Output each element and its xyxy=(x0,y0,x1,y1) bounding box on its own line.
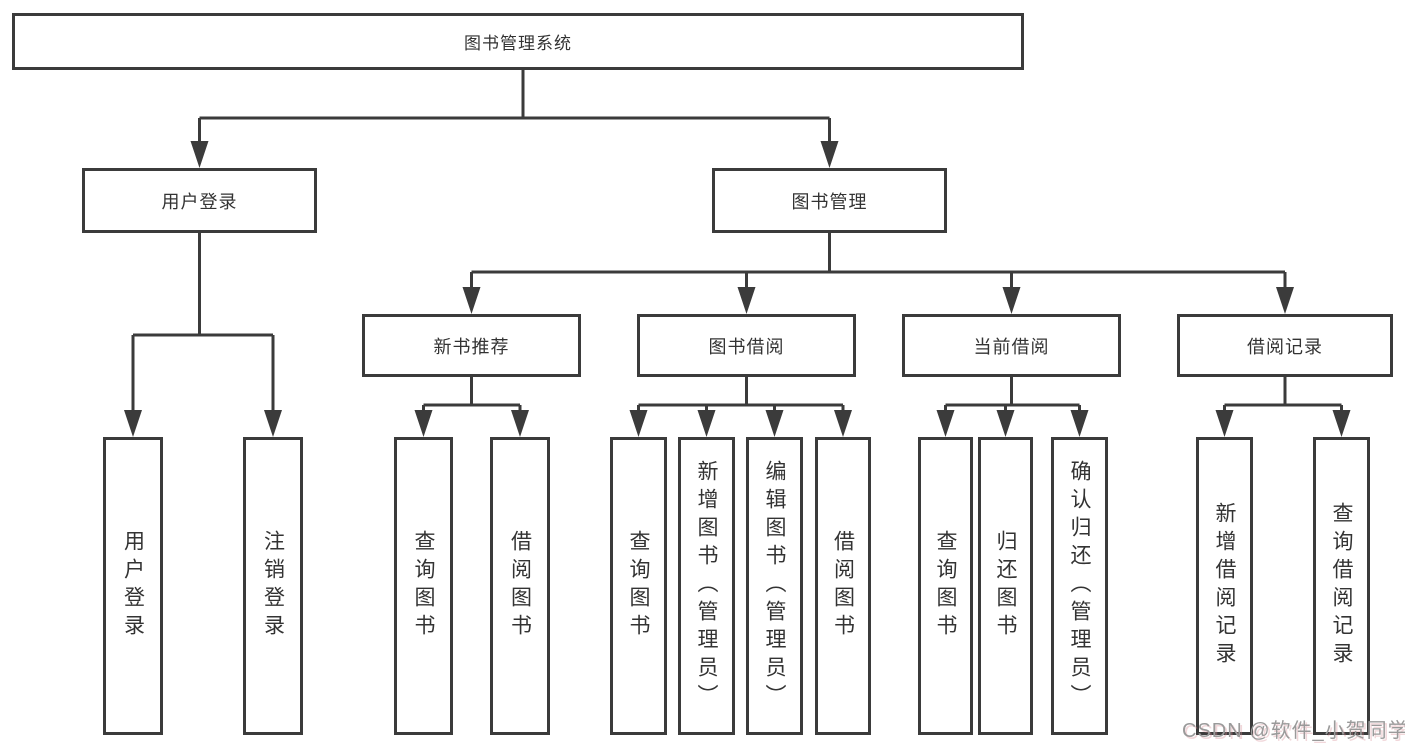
node-current-borrowing-label: 当前借阅 xyxy=(973,336,1050,357)
node-current-borrowing: 当前借阅 xyxy=(902,314,1121,377)
leaf-logout: 注销登录 xyxy=(243,437,303,735)
leaf-confirm-return-admin: 确认归还（管理员） xyxy=(1051,437,1108,735)
leaf-user-login: 用户登录 xyxy=(103,437,163,735)
node-book-borrowing-label: 图书借阅 xyxy=(708,336,785,357)
node-user-login: 用户登录 xyxy=(82,168,317,233)
leaf-query-books-2-label: 查询图书 xyxy=(627,530,650,642)
leaf-borrow-books-2-label: 借阅图书 xyxy=(831,530,855,642)
leaf-return-books-label: 归还图书 xyxy=(994,530,1017,642)
leaf-add-books-admin-label: 新增图书（管理员） xyxy=(695,460,718,712)
leaf-logout-label: 注销登录 xyxy=(261,530,285,642)
csdn-watermark: CSDN @软件_小贺同学 xyxy=(1182,720,1405,742)
leaf-user-login-label: 用户登录 xyxy=(121,530,145,642)
leaf-query-books: 查询图书 xyxy=(394,437,453,735)
node-borrowing-records-label: 借阅记录 xyxy=(1247,336,1323,357)
leaf-borrow-books: 借阅图书 xyxy=(490,437,550,735)
node-root-system: 图书管理系统 xyxy=(12,13,1024,70)
leaf-query-books-3-label: 查询图书 xyxy=(934,530,957,642)
leaf-confirm-return-admin-label: 确认归还（管理员） xyxy=(1068,460,1091,712)
node-root-label: 图书管理系统 xyxy=(464,34,572,53)
node-new-book-recommend: 新书推荐 xyxy=(362,314,581,377)
leaf-query-books-label: 查询图书 xyxy=(412,530,435,642)
leaf-query-books-2: 查询图书 xyxy=(610,437,667,735)
leaf-borrow-books-label: 借阅图书 xyxy=(508,530,532,642)
leaf-query-borrow-record-label: 查询借阅记录 xyxy=(1330,502,1353,670)
leaf-query-books-3: 查询图书 xyxy=(918,437,973,735)
node-borrowing-records: 借阅记录 xyxy=(1177,314,1393,377)
node-book-management: 图书管理 xyxy=(712,168,947,233)
leaf-add-borrow-record-label: 新增借阅记录 xyxy=(1213,502,1236,670)
leaf-query-borrow-record: 查询借阅记录 xyxy=(1313,437,1370,735)
leaf-edit-books-admin: 编辑图书（管理员） xyxy=(746,437,803,735)
leaf-borrow-books-2: 借阅图书 xyxy=(815,437,871,735)
node-user-login-label: 用户登录 xyxy=(161,191,238,212)
node-book-borrowing: 图书借阅 xyxy=(637,314,856,377)
leaf-add-borrow-record: 新增借阅记录 xyxy=(1196,437,1253,735)
leaf-return-books: 归还图书 xyxy=(978,437,1033,735)
leaf-add-books-admin: 新增图书（管理员） xyxy=(678,437,735,735)
node-book-management-label: 图书管理 xyxy=(791,191,868,212)
leaf-edit-books-admin-label: 编辑图书（管理员） xyxy=(763,460,786,712)
node-new-book-recommend-label: 新书推荐 xyxy=(433,336,510,357)
